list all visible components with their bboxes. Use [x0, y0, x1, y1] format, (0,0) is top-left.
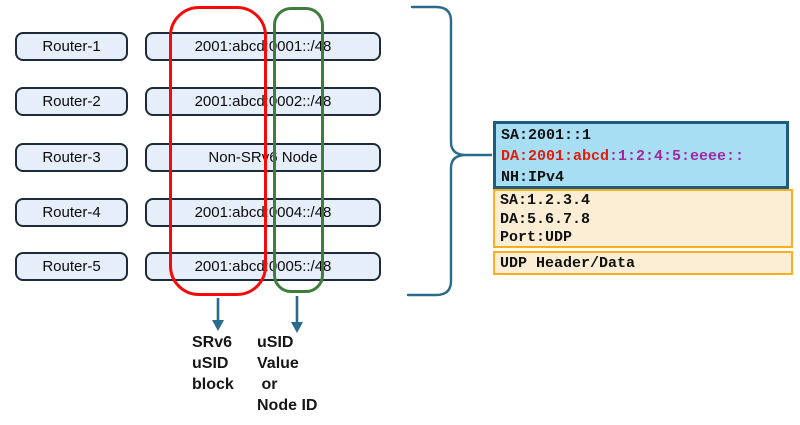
ipv6-da-line: DA:2001:abcd:1:2:4:5:eeee:: — [501, 146, 786, 167]
non-srv6-node-box: Non-SRv6 Node — [145, 143, 381, 172]
usid-value-label: uSID Value or Node ID — [257, 334, 318, 414]
address-box-2: 2001:abcd:0002::/48 — [145, 87, 381, 116]
srv6-usid-block-label: SRv6 uSID block — [192, 334, 234, 393]
usid-block-highlight-oval — [169, 6, 267, 296]
address-box-4: 2001:abcd:0004::/48 — [145, 198, 381, 227]
router-box-1: Router-1 — [15, 32, 128, 61]
udp-header-box: UDP Header/Data — [493, 251, 793, 275]
ipv4-header-box: SA:1.2.3.4 DA:5.6.7.8 Port:UDP — [493, 189, 793, 248]
usid-value-highlight-oval — [273, 7, 324, 293]
ipv4-da-line: DA:5.6.7.8 — [500, 210, 591, 228]
usid-value-down-arrow — [291, 296, 303, 333]
router-box-3: Router-3 — [15, 143, 128, 172]
curly-brace — [406, 5, 467, 297]
ipv4-sa-line: SA:1.2.3.4 — [500, 192, 591, 209]
router-box-5: Router-5 — [15, 252, 128, 281]
router-box-2: Router-2 — [15, 87, 128, 116]
ipv6-sa-line: SA:2001::1 — [501, 127, 592, 144]
srv6-block-down-arrow — [212, 298, 224, 331]
ipv4-port-line: Port:UDP — [500, 229, 573, 246]
udp-header-line: UDP Header/Data — [500, 255, 636, 272]
ipv6-header-box: SA:2001::1 DA:2001:abcd:1:2:4:5:eeee:: N… — [493, 121, 789, 189]
ipv6-nh-line: NH:IPv4 — [501, 169, 565, 186]
router-box-4: Router-4 — [15, 198, 128, 227]
ipv6-da-suffix: :1:2:4:5:eeee:: — [609, 148, 745, 165]
ipv6-da-prefix: DA:2001:abcd — [501, 148, 610, 165]
